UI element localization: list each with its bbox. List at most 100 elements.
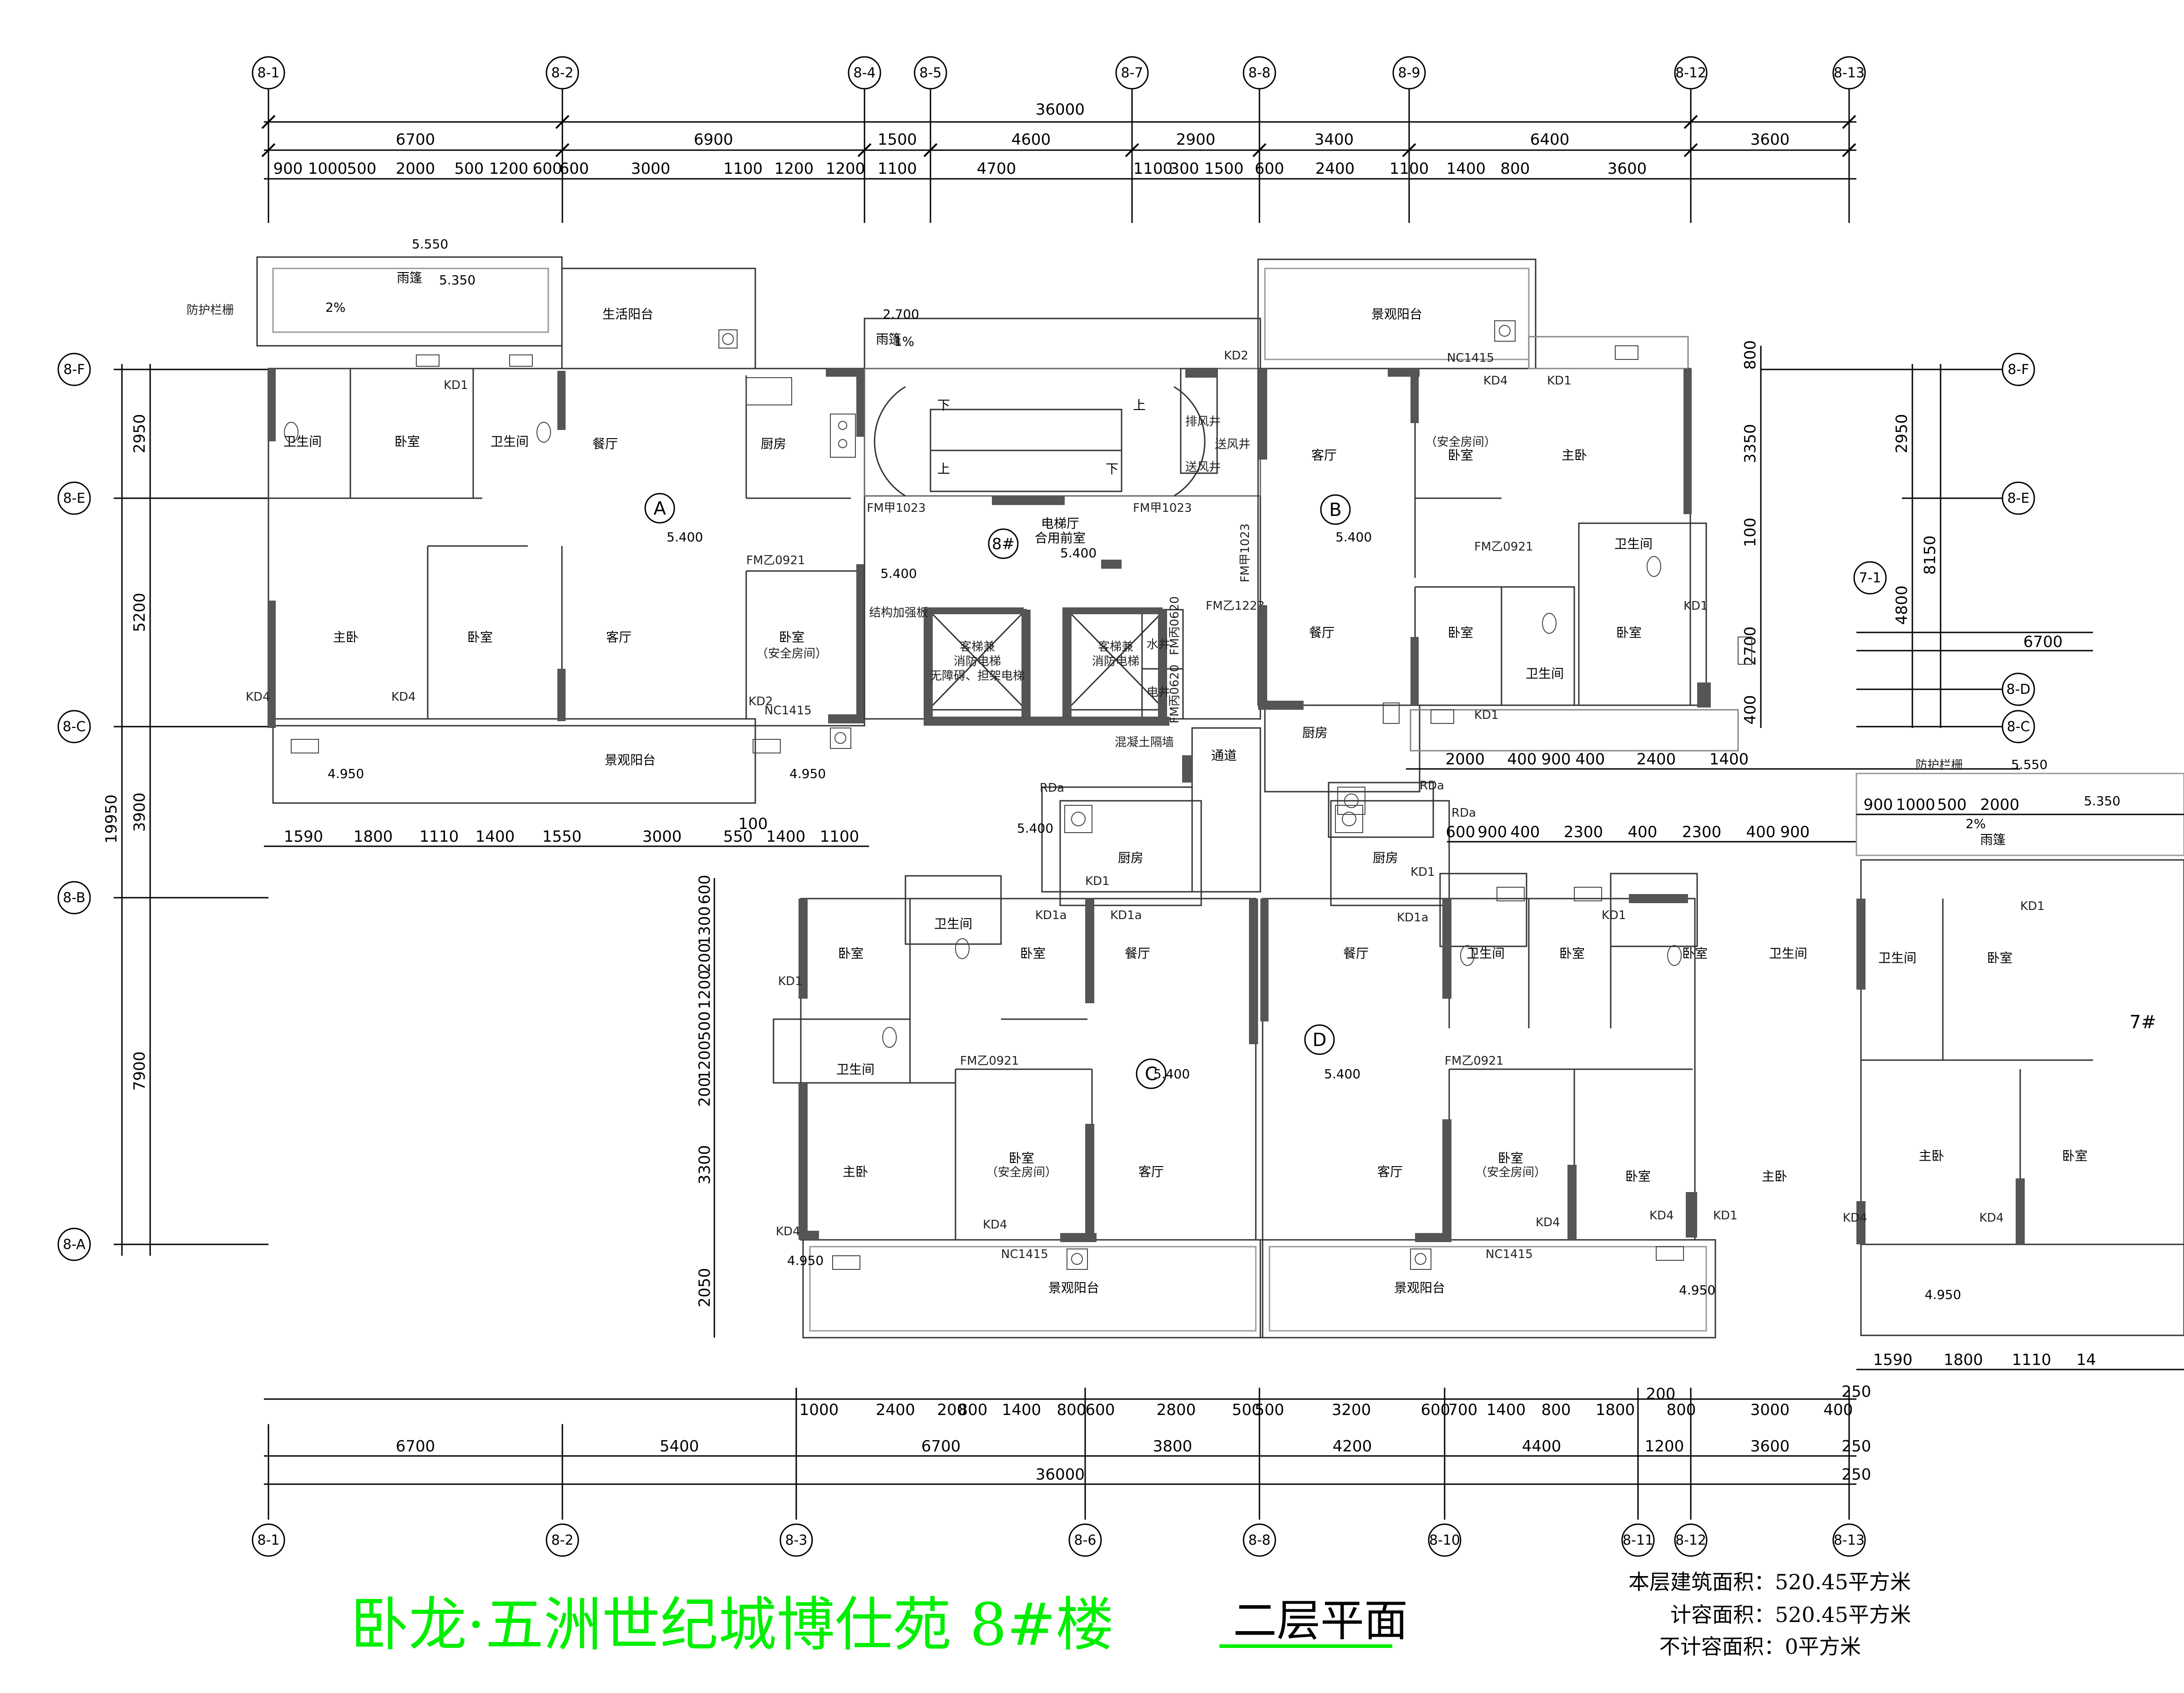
unit-a-dim-8: 100 (738, 815, 768, 833)
adjacent-kd4b: KD4 (1979, 1211, 2004, 1225)
bottom-dim-row2-10: 500 (1255, 1401, 1284, 1419)
top-dim-row2-1: 900 (273, 160, 303, 178)
bottom-dims-row2: 1000 2400 200 800 1400 800 600 2800 500 … (799, 1385, 1853, 1419)
core-elev-2700: 2.700 (883, 307, 919, 322)
adjacent-bottom-dim-2: 1800 (1944, 1351, 1983, 1369)
unit-d-kd1b: KD1 (1602, 909, 1626, 922)
top-axis-7: 8-9 (1398, 65, 1421, 81)
unit-b-bedroom-1: 卧室 (1448, 448, 1473, 463)
right-dim-total: 8150 (1921, 536, 1939, 575)
unit-a-dim-1: 1590 (284, 828, 324, 846)
core-wind-1: 送风井 (1215, 438, 1250, 451)
top-dim-row1-2: 6900 (694, 131, 733, 149)
core-lift-2b: 消防电梯 (1092, 655, 1139, 668)
unit-a-living: 客厅 (606, 630, 632, 645)
unit-c-bath-2: 卫生间 (836, 1062, 875, 1077)
bottom-axis-6: 8-10 (1429, 1532, 1460, 1548)
unit-d-dim-3: 400 (1511, 823, 1540, 841)
area-counted: 计容面积：520.45平方米 (1670, 1602, 1911, 1627)
right-dim-inner-5: 400 (1741, 695, 1759, 725)
top-dim-row1: 6700 6900 1500 4600 2900 3400 6400 3600 (396, 131, 1790, 149)
unit-a (256, 256, 865, 804)
adjacent-kd4: KD4 (1843, 1211, 1867, 1225)
left-dimension-lines (114, 364, 268, 1256)
right-dim-inner-4: 2700 (1741, 627, 1759, 666)
left-axis-labels: 8-F 8-E 8-C 8-B 8-A (63, 362, 86, 1253)
unit-a-elev-4950b: 4.950 (789, 766, 826, 781)
right-axis-3: 8-D (2006, 682, 2030, 697)
unit-a-bath-1: 卫生间 (283, 434, 322, 449)
top-axis-bubbles (252, 56, 1866, 90)
unit-c-living: 客厅 (1138, 1164, 1164, 1179)
unit-a-elev-5350: 5.350 (439, 273, 475, 288)
adjacent-elev-4950: 4.950 (1925, 1287, 1961, 1302)
top-dim-ticks (261, 115, 1856, 157)
unit-d-scenic: 景观阳台 (1394, 1280, 1445, 1295)
top-dim-row2-21: 1400 (1446, 160, 1486, 178)
right-axis-2: 8-E (2007, 490, 2030, 506)
inner-left-dim-2: 1300 (696, 906, 714, 946)
unit-c-fm: FM乙0921 (960, 1054, 1019, 1068)
adjacent-bottom-dim-3: 1110 (2012, 1351, 2052, 1369)
bottom-dim-row2-15: 800 (1542, 1401, 1571, 1419)
core-fm-1: FM甲1023 (867, 501, 926, 515)
unit-a-letter: A (653, 498, 666, 519)
top-dim-row2-2: 1000 (308, 160, 348, 178)
core-kd2: KD2 (1224, 349, 1249, 363)
core-exhaust: 排风井 (1185, 415, 1221, 429)
adjacent-elev-5350: 5.350 (2084, 793, 2120, 809)
unit-c-marker (1136, 1058, 1167, 1089)
unit-d-letter: D (1313, 1030, 1327, 1051)
bottom-axis-5: 8-8 (1249, 1532, 1271, 1548)
unit-b-bath-2: 卫生间 (1526, 666, 1564, 681)
adjacent-bottom-dim-1: 1590 (1873, 1351, 1913, 1369)
unit-a-canopy: 雨篷 (397, 270, 422, 285)
bottom-dimension-lines (264, 1388, 1856, 1520)
bottom-dim-row1-6: 4400 (1522, 1437, 1562, 1455)
bottom-dim-row2-13: 700 (1448, 1401, 1478, 1419)
unit-b-elev: 5.400 (1335, 530, 1372, 545)
unit-d-dim-7: 400 (1746, 823, 1776, 841)
core-down-2: 下 (1106, 461, 1118, 476)
bottom-dim-row1-4: 3800 (1153, 1437, 1193, 1455)
top-dim-row1-7: 6400 (1530, 131, 1570, 149)
unit-c-master: 主卧 (843, 1164, 868, 1179)
unit-a-fixtures (284, 329, 856, 753)
unit-a-elev: 5.400 (667, 530, 703, 545)
core-marker (988, 528, 1019, 559)
bottom-dim-row2-1: 1000 (799, 1401, 839, 1419)
bottom-dim-row2-2: 2400 (876, 1401, 915, 1419)
top-dim-row1-1: 6700 (396, 131, 435, 149)
bottom-dim-row2-9: 500 (1232, 1401, 1262, 1419)
unit-d-bath-2: 卫生间 (1769, 946, 1807, 961)
drawing-subtitle: 二层平面 (1233, 1595, 1408, 1646)
unit-d-shelter: （安全房间） (1475, 1166, 1546, 1179)
top-axis-1: 8-1 (258, 65, 280, 81)
unit-b-nc: NC1415 (1447, 351, 1494, 365)
core-down-1: 下 (937, 398, 950, 413)
right-dim-inner-3: 100 (1741, 518, 1759, 547)
inner-left-dim-4: 1200 (696, 970, 714, 1010)
unit-d-marker (1304, 1024, 1335, 1055)
left-dim-outer-2: 5200 (131, 593, 149, 632)
unit-d-bedroom-4: 卧室 (1625, 1169, 1651, 1184)
unit-b-dim-5: 2400 (1637, 750, 1676, 768)
unit-b-dim-3: 900 (1542, 750, 1571, 768)
top-dim-row2-16: 300 (1170, 160, 1199, 178)
unit-a-dim-9: 1400 (766, 828, 806, 846)
bottom-axis-labels: 8-1 8-2 8-3 8-6 8-8 8-10 8-11 8-12 8-13 (258, 1532, 1865, 1548)
unit-b-master: 主卧 (1562, 448, 1587, 463)
top-dim-row2-5: 500 (455, 160, 484, 178)
unit-d-dim-8: 900 (1780, 823, 1810, 841)
unit-a-walls (268, 369, 864, 728)
right-axis-labels: 8-F 8-E 8-D 8-C 7-1 (1859, 362, 2031, 735)
unit-a-elev-4950: 4.950 (328, 766, 364, 781)
unit-b-marker (1320, 494, 1351, 525)
bottom-axis-8: 8-12 (1675, 1532, 1706, 1548)
unit-d-bedroom-3: 卧室 (1498, 1151, 1523, 1166)
unit-c-kd1: KD1 (778, 975, 803, 988)
core-letter: 8# (992, 535, 1015, 553)
bottom-dim-row2-14: 1400 (1486, 1401, 1526, 1419)
inner-left-dims: 600 1300 200 1200 500 1200 200 3300 2050 (696, 875, 714, 1308)
unit-b-kd1b: KD1 (1684, 599, 1708, 613)
